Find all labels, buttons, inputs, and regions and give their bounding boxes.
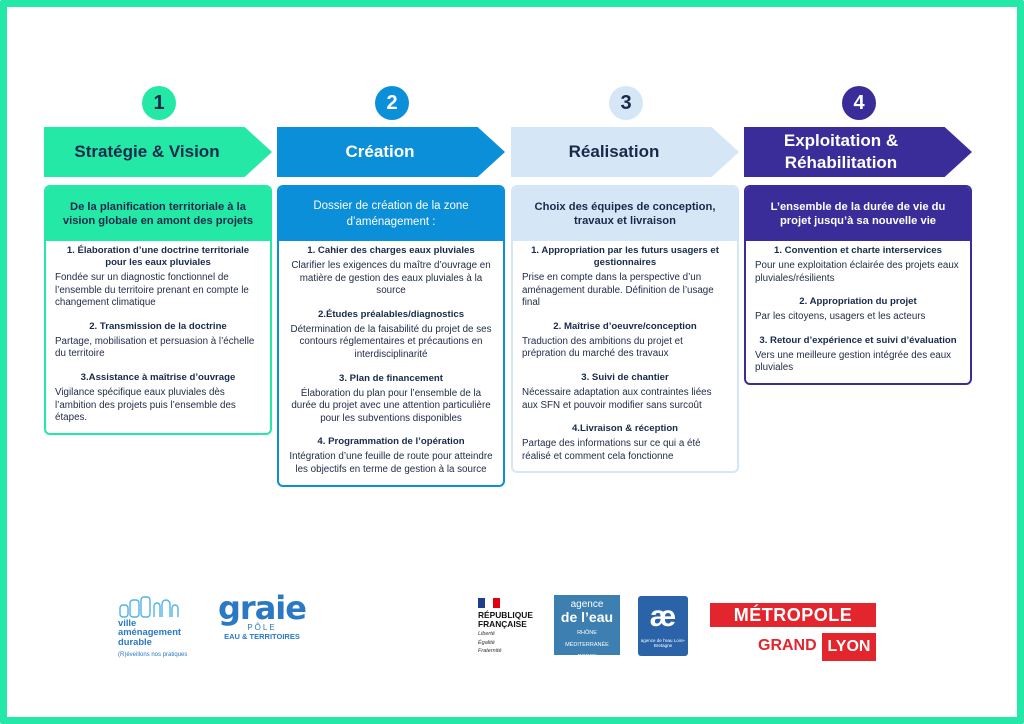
step-item-text: Partage, mobilisation et persuasion à l’… bbox=[55, 335, 255, 360]
step-item-title: 4. Programmation de l’opération bbox=[317, 436, 465, 448]
step-number-badge: 1 bbox=[142, 86, 176, 120]
step-card-header: Dossier de création de la zone d’aménage… bbox=[279, 187, 503, 241]
step-item-title: 1. Appropriation par les futurs usagers … bbox=[531, 245, 719, 268]
step-item: 1. Convention et charte interservices Po… bbox=[755, 245, 961, 285]
step-item-text: Clarifier les exigences du maître d’ouvr… bbox=[291, 260, 491, 297]
step-card: De la planification territoriale à la vi… bbox=[44, 185, 272, 435]
ville-amenagement-durable-logo: ville aménagement durable (R)éveillons n… bbox=[118, 596, 198, 658]
step-item-text: Partage des informations sur ce qui a ét… bbox=[522, 438, 701, 462]
aermc-line-1: agence bbox=[570, 599, 604, 610]
step-title-arrow: Stratégie & Vision bbox=[44, 127, 272, 177]
step-item-text: Nécessaire adaptation aux contraintes li… bbox=[522, 386, 712, 411]
step-card-header: De la planification territoriale à la vi… bbox=[46, 187, 270, 241]
step-card-body: 1. Convention et charte interservices Po… bbox=[746, 241, 970, 383]
step-number-badge: 4 bbox=[842, 86, 876, 120]
lyon-label: LYON bbox=[822, 633, 876, 661]
aermc-line-2: de l’eau bbox=[560, 609, 614, 625]
step-item-text: Traduction des ambitions du projet et pr… bbox=[522, 335, 683, 360]
step-item-text: Élaboration du plan pour l’ensemble de l… bbox=[291, 387, 491, 424]
step-card: Choix des équipes de conception, travaux… bbox=[511, 185, 739, 474]
step-item-title: 1. Cahier des charges eaux pluviales bbox=[307, 245, 475, 256]
rf-line-1: RÉPUBLIQUE bbox=[478, 610, 533, 620]
vad-tagline: (R)éveillons nos pratiques bbox=[118, 652, 188, 659]
step-number-badge: 3 bbox=[609, 86, 643, 120]
vad-line-1: ville bbox=[118, 617, 137, 628]
step-card-body: 1. Élaboration d’une doctrine territoria… bbox=[46, 241, 270, 433]
step-card: L’ensemble de la durée de vie du projet … bbox=[744, 185, 972, 385]
metropole-grand-lyon-logo: MÉTROPOLE GRAND LYON bbox=[710, 603, 876, 661]
step-item-title: 2.Études préalables/diagnostics bbox=[317, 308, 465, 320]
graie-logo: graie PÔLE EAU & TERRITOIRES bbox=[214, 589, 310, 641]
step-title-arrow: Réalisation bbox=[511, 127, 739, 177]
step-item-title: 3. Suivi de chantier bbox=[581, 371, 669, 383]
step-number-badge: 2 bbox=[375, 86, 409, 120]
step-item-title: 3. Plan de financement bbox=[339, 372, 443, 384]
aermc-line-5: CORSE bbox=[577, 654, 597, 660]
step-card-header: L’ensemble de la durée de vie du projet … bbox=[746, 187, 970, 241]
step-title-arrow: Création bbox=[277, 127, 505, 177]
step-item-title: 2. Maîtrise d’oeuvre/conception bbox=[553, 320, 697, 332]
step-card-body: 1. Cahier des charges eaux pluviales Cla… bbox=[279, 241, 503, 485]
step-item: 4.Livraison & réception Partage des info… bbox=[522, 423, 728, 463]
step-item-text: Détermination de la faisabilité du proje… bbox=[290, 323, 492, 360]
republique-francaise-logo: RÉPUBLIQUE FRANÇAISE Liberté Égalité Fra… bbox=[478, 598, 546, 655]
step-item: 1. Appropriation par les futurs usagers … bbox=[522, 245, 728, 310]
step-item-title: 2. Transmission de la doctrine bbox=[89, 320, 227, 332]
vad-line-2: aménagement bbox=[118, 626, 182, 638]
step-item-title: 1. Élaboration d’une doctrine territoria… bbox=[66, 245, 250, 268]
step-title-arrow: Exploitation & Réhabilitation bbox=[744, 127, 972, 177]
step-item: 3.Assistance à maîtrise d’ouvrage Vigila… bbox=[55, 372, 261, 425]
step-item-title: 4.Livraison & réception bbox=[571, 423, 679, 435]
step-item: 2. Maîtrise d’oeuvre/conception Traducti… bbox=[522, 321, 728, 361]
step-item: 4. Programmation de l’opération Intégrat… bbox=[288, 436, 494, 476]
step-item: 3. Plan de financement Élaboration du pl… bbox=[288, 373, 494, 426]
step-item-title: 2. Appropriation du projet bbox=[799, 296, 917, 308]
step-card: Dossier de création de la zone d’aménage… bbox=[277, 185, 505, 487]
step-item-text: Prise en compte dans la perspective d’un… bbox=[522, 272, 714, 309]
step-item: 3. Retour d’expérience et suivi d’évalua… bbox=[755, 335, 961, 375]
grand-label: GRAND bbox=[758, 637, 817, 654]
step-item-text: Vers une meilleure gestion intégrée des … bbox=[755, 349, 952, 374]
city-skyline-icon bbox=[119, 596, 179, 618]
partner-logos: ville aménagement durable (R)éveillons n… bbox=[0, 590, 1024, 670]
agence-eau-rmc-logo: agence de l’eau RHÔNE MÉDITERRANÉE CORSE bbox=[554, 595, 620, 660]
rf-line-2: FRANÇAISE bbox=[478, 619, 527, 629]
graie-pole: PÔLE bbox=[247, 623, 277, 632]
aermc-line-4: MÉDITERRANÉE bbox=[565, 642, 609, 648]
step-item: 2. Appropriation du projet Par les citoy… bbox=[755, 296, 961, 324]
step-item: 1. Élaboration d’une doctrine territoria… bbox=[55, 245, 261, 310]
step-item-title: 3.Assistance à maîtrise d’ouvrage bbox=[80, 371, 236, 383]
ae-mark-icon: æ bbox=[649, 600, 677, 633]
step-item-text: Par les citoyens, usagers et les acteurs bbox=[755, 311, 926, 323]
step-item-text: Intégration d’une feuille de route pour … bbox=[289, 451, 493, 475]
graie-name: graie bbox=[218, 589, 307, 627]
step-item: 2.Études préalables/diagnostics Détermin… bbox=[288, 309, 494, 362]
rf-motto-2: Égalité bbox=[478, 639, 495, 646]
step-item: 1. Cahier des charges eaux pluviales Cla… bbox=[288, 245, 494, 298]
step-item-text: Vigilance spécifique eaux pluviales dès … bbox=[55, 386, 236, 424]
aelb-caption: agence de l’eau Loire-Bretagne bbox=[640, 638, 686, 648]
step-item: 2. Transmission de la doctrine Partage, … bbox=[55, 321, 261, 361]
vad-line-3: durable bbox=[118, 635, 152, 647]
rf-motto-1: Liberté bbox=[478, 631, 495, 637]
step-item-title: 3. Retour d’expérience et suivi d’évalua… bbox=[759, 334, 957, 346]
step-item-text: Fondée sur un diagnostic fonctionnel de … bbox=[55, 272, 249, 309]
french-flag-icon bbox=[478, 598, 500, 608]
agence-eau-loire-bretagne-logo: æ agence de l’eau Loire-Bretagne bbox=[638, 596, 688, 656]
rf-motto-3: Fraternité bbox=[478, 648, 502, 654]
step-card-header: Choix des équipes de conception, travaux… bbox=[513, 187, 737, 241]
step-item: 3. Suivi de chantier Nécessaire adaptati… bbox=[522, 372, 728, 412]
aermc-line-3: RHÔNE bbox=[577, 630, 597, 636]
step-item-title: 1. Convention et charte interservices bbox=[774, 245, 942, 256]
step-card-body: 1. Appropriation par les futurs usagers … bbox=[513, 241, 737, 471]
step-item-text: Pour une exploitation éclairée des proje… bbox=[755, 260, 959, 284]
graie-eau-territoires: EAU & TERRITOIRES bbox=[224, 632, 300, 641]
metropole-label: MÉTROPOLE bbox=[710, 603, 876, 627]
